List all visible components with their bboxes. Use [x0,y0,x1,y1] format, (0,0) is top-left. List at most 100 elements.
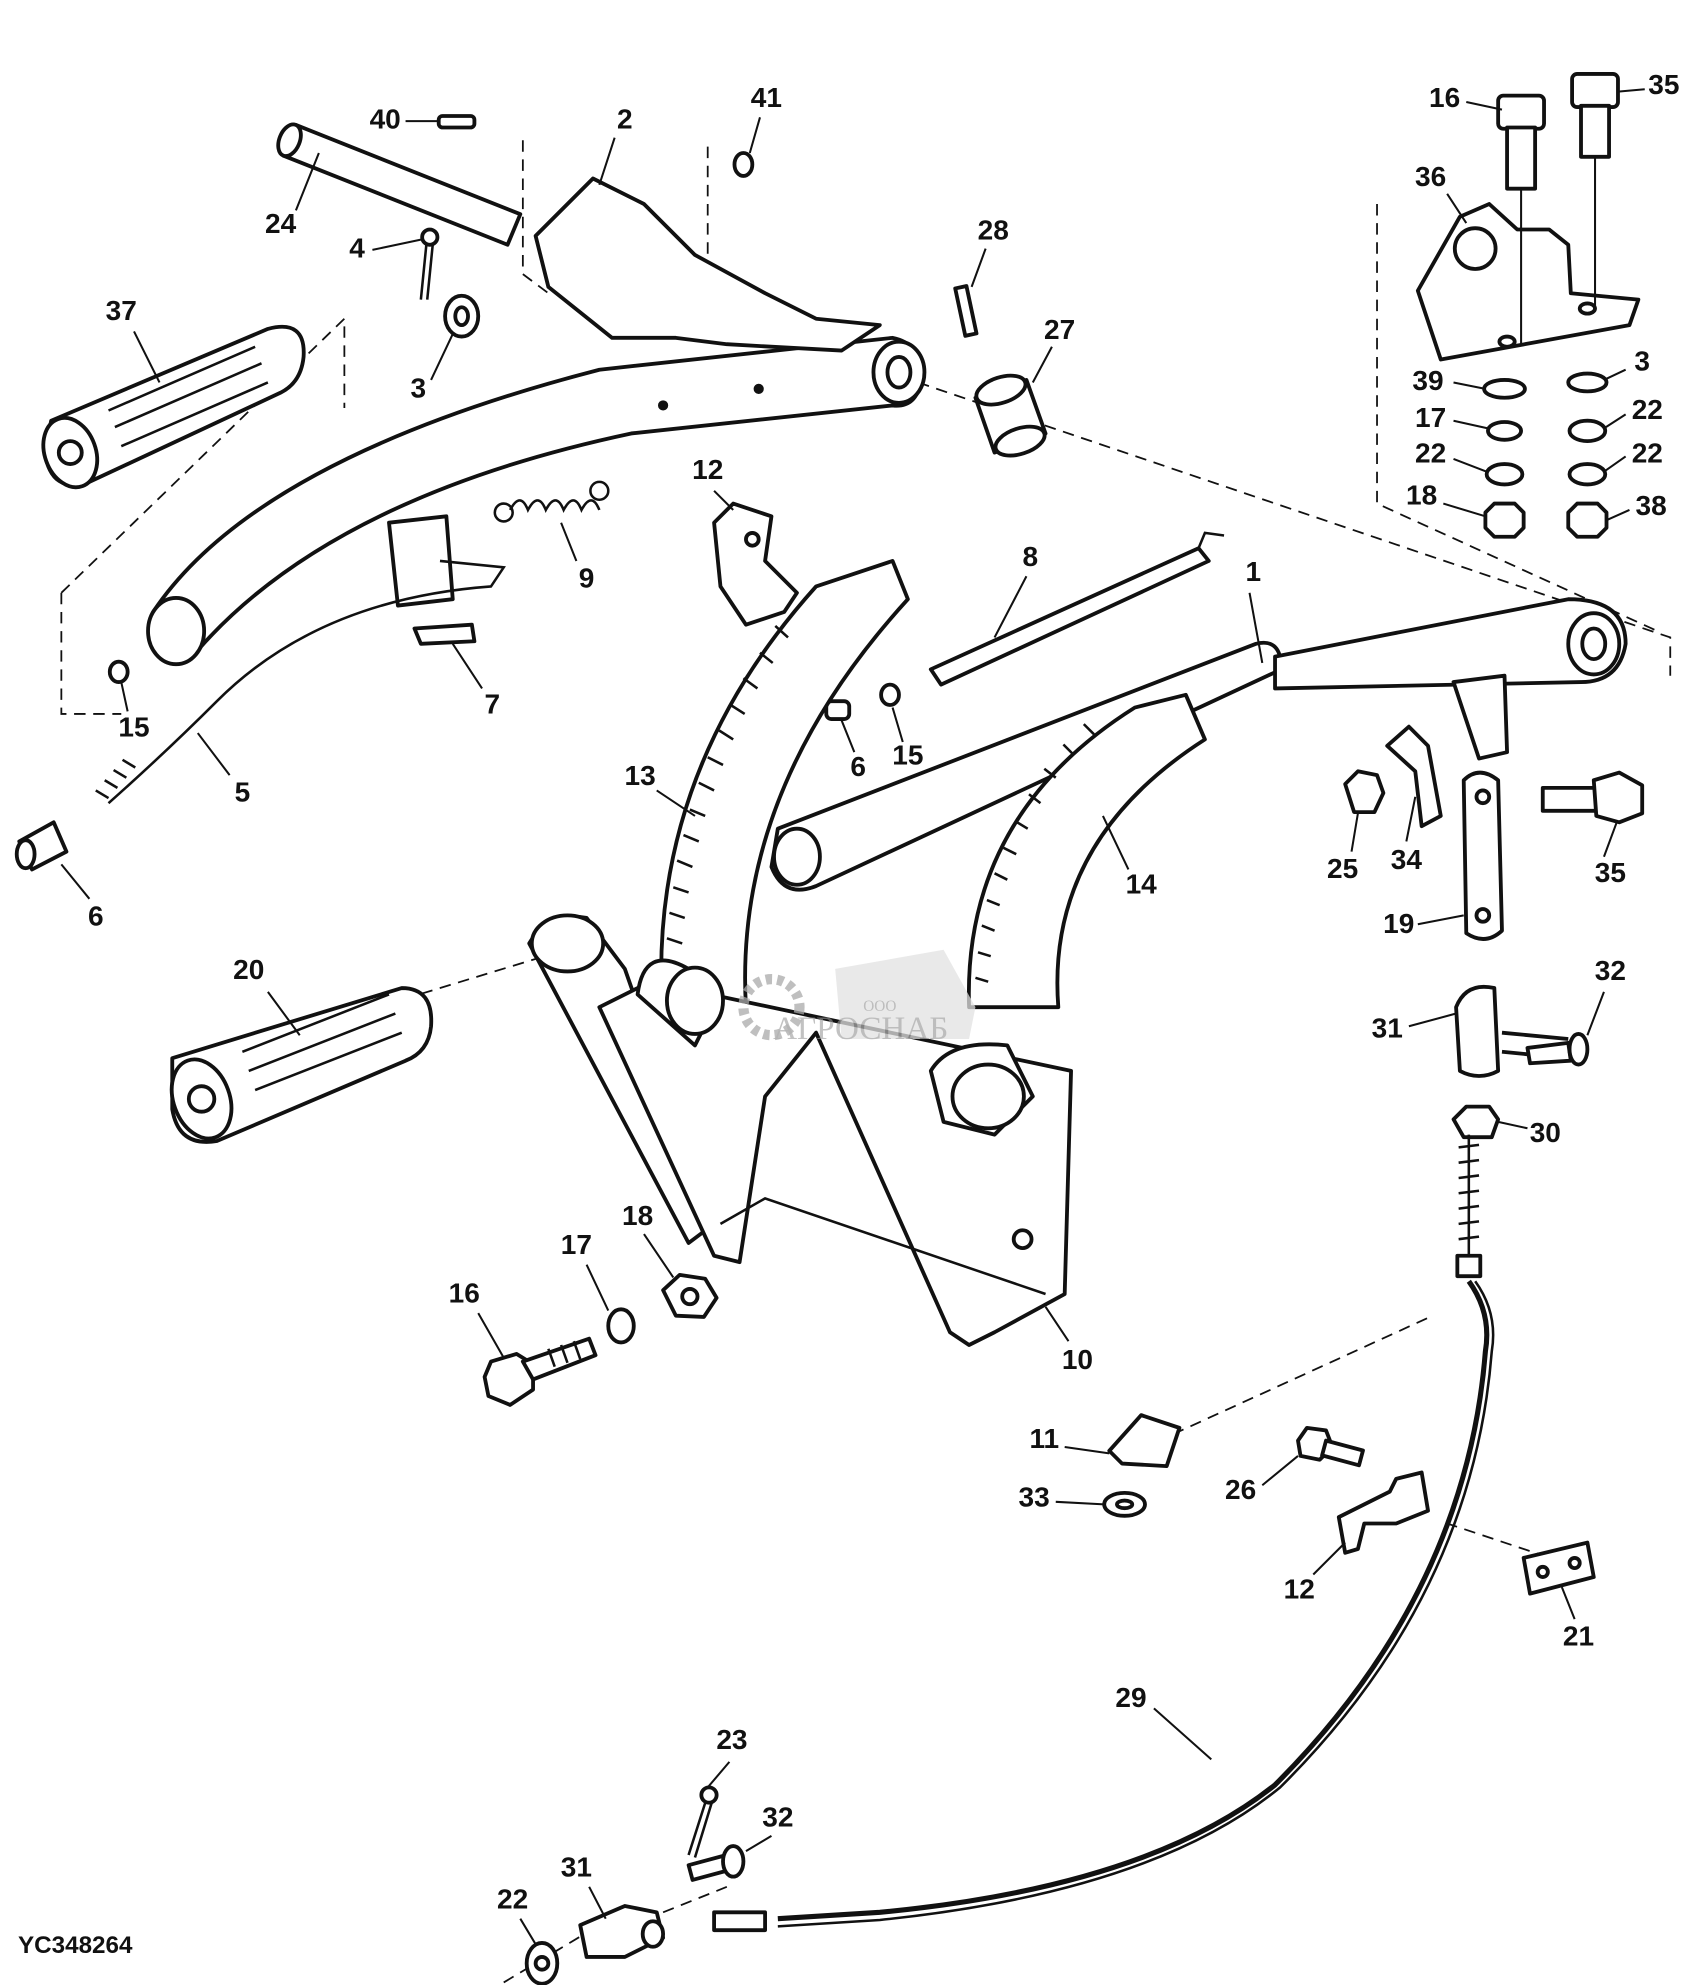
clip-7 [412,622,477,646]
cotter-pin-23 [687,1785,719,1858]
bracket-12-upper [712,501,799,627]
callout-31: 31 [1372,1013,1403,1044]
nut-25 [1343,769,1386,815]
pin-40 [436,114,477,130]
callout-5: 5 [235,777,251,808]
callout-3: 3 [1634,346,1650,377]
rod-8 [928,531,1225,687]
callout-35: 35 [1595,857,1626,888]
callout-27: 27 [1044,314,1075,345]
watermark-brand: АГРОСНАБ [773,1010,948,1047]
quadrant-14 [966,692,1207,1010]
callout-9: 9 [579,562,595,593]
callout-15: 15 [892,740,923,771]
callout-17: 17 [1415,402,1446,433]
callout-22: 22 [1415,438,1446,469]
figure-code: YC348264 [18,1932,133,1959]
callout-16: 16 [449,1278,480,1309]
callout-15: 15 [118,712,149,743]
callout-35: 35 [1648,69,1679,100]
callout-10: 10 [1062,1344,1093,1375]
washer-41 [732,151,755,178]
bolt-16-upper [1496,93,1546,345]
callout-22: 22 [1632,394,1663,425]
callout-17: 17 [561,1229,592,1260]
bolt-16-lower [482,1336,598,1407]
callout-4: 4 [349,232,365,263]
pin-32-lower [686,1844,746,1882]
pin-32-upper [1525,1032,1590,1067]
rod-5 [95,514,506,805]
callout-21: 21 [1563,1621,1594,1652]
washer-3-upper [443,293,481,339]
grip-20 [169,986,434,1144]
callout-14: 14 [1126,868,1158,899]
nut-30 [1451,1104,1501,1140]
pin-6-center [824,699,852,721]
callout-22: 22 [497,1883,528,1914]
bolt-26 [1296,1425,1365,1468]
callout-25: 25 [1327,853,1358,884]
lock-washer-17-lower [606,1307,636,1345]
plate-21 [1521,1540,1596,1596]
washer-stack [1482,371,1609,539]
callout-37: 37 [106,295,137,326]
callout-8: 8 [1022,541,1038,572]
callout-34: 34 [1391,844,1423,875]
tube-24 [276,122,523,247]
callout-22: 22 [1632,438,1663,469]
callout-39: 39 [1412,365,1443,396]
spring-9 [493,480,610,523]
roll-pin-28 [953,284,979,338]
callout-32: 32 [1595,955,1626,986]
nut-18-lower [661,1272,719,1319]
callout-19: 19 [1383,908,1414,939]
grip-37 [41,324,306,490]
upper-lever-2 [146,176,927,667]
callout-18: 18 [622,1200,653,1231]
callout-28: 28 [978,214,1009,245]
clip-11 [1107,1413,1182,1469]
callout-36: 36 [1415,161,1446,192]
cotter-pin-4 [419,227,440,300]
callout-20: 20 [233,954,264,985]
callout-1: 1 [1246,556,1262,587]
washer-22-lower [524,1941,560,1985]
callout-6: 6 [88,900,104,931]
callout-24: 24 [265,208,297,239]
cap-6-left [14,820,69,872]
link-19 [1461,770,1504,941]
callout-12: 12 [692,454,723,485]
frame-10 [527,913,1073,1347]
callout-33: 33 [1018,1482,1049,1513]
quadrant-13 [659,559,910,1022]
callout-41: 41 [751,82,782,113]
washer-33 [1102,1490,1147,1518]
nut-15-center [879,682,901,707]
callout-29: 29 [1115,1682,1146,1713]
callout-16: 16 [1429,82,1460,113]
callout-13: 13 [625,760,656,791]
callout-18: 18 [1406,480,1437,511]
clevis-31-lower [578,1904,666,1959]
callout-6: 6 [850,751,866,782]
bolt-35-right [1540,770,1645,825]
callout-7: 7 [484,689,500,720]
callout-12: 12 [1284,1573,1315,1604]
cable-29 [712,1134,1495,1933]
callout-26: 26 [1225,1474,1256,1505]
callout-23: 23 [716,1724,747,1755]
callout-40: 40 [370,104,401,135]
callout-labels: 40 2 41 24 4 3 37 28 27 16 35 36 39 3 17… [88,69,1680,1914]
callout-2: 2 [617,104,633,135]
watermark-logo: ООО АГРОСНАБ [738,949,976,1047]
bracket-36 [1415,202,1641,362]
bolt-35-upper [1570,72,1620,306]
clevis-31-upper [1454,984,1569,1078]
strap-34 [1385,724,1443,829]
watermark-company-form: ООО [863,998,896,1015]
callout-11: 11 [1029,1423,1059,1454]
callout-38: 38 [1636,490,1667,521]
leader-lines [60,88,1645,1945]
